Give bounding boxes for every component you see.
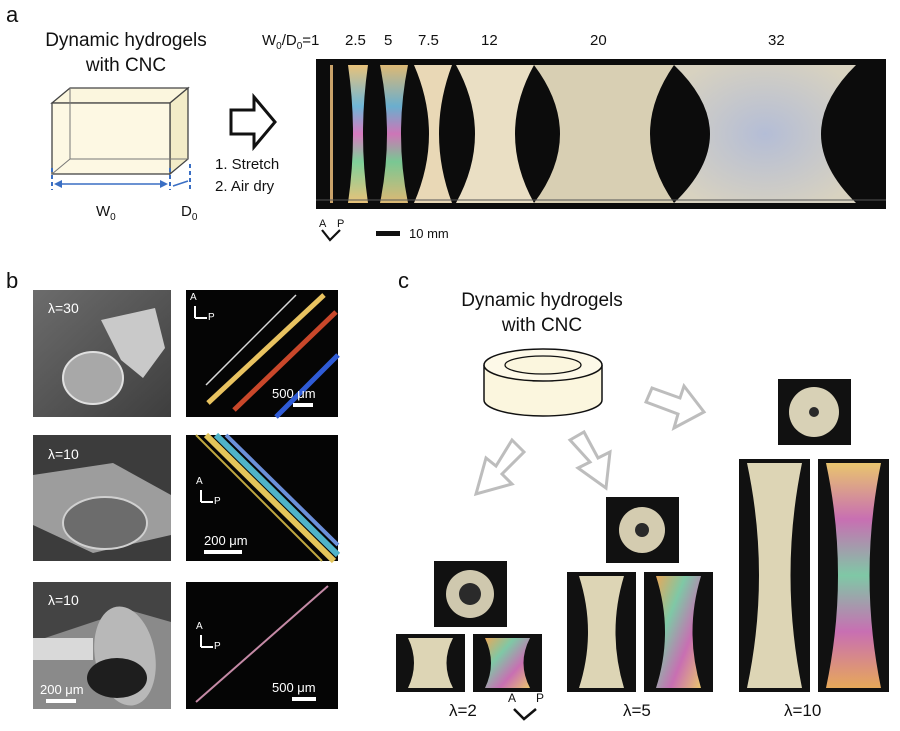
sem-image: [33, 582, 171, 709]
stretched-sample-polarized-photo: [818, 459, 889, 692]
polarizer-axes-icon: [513, 708, 537, 721]
panel-c-label: c: [398, 268, 409, 293]
ratio-label: 12: [481, 32, 498, 49]
w0-label: W0: [96, 203, 116, 223]
polarized-optical-image: [186, 582, 338, 709]
scale-bar: [293, 403, 313, 407]
polarized-optical-image: [186, 432, 341, 564]
scale-bar: [46, 699, 76, 703]
lambda-label: λ=10: [48, 446, 79, 462]
lambda-label: λ=10: [48, 592, 79, 608]
scale-label: 500 μm: [272, 386, 316, 401]
scale-bar: [292, 697, 316, 701]
lambda-label: λ=5: [623, 701, 651, 720]
sem-image: [33, 435, 171, 561]
ratio-label: 5: [384, 32, 393, 49]
ratio-label: 2.5: [345, 32, 366, 49]
panel-b-label: b: [6, 268, 19, 293]
hollow-arrow-icon: [567, 429, 612, 491]
scale-label: 500 μm: [272, 680, 316, 695]
scale-label: 10 mm: [409, 226, 449, 241]
panel-a-label: a: [6, 2, 19, 27]
scale-label: 200 μm: [204, 533, 248, 548]
axis-p-label: P: [536, 691, 545, 705]
axis-p-label: P: [208, 312, 215, 323]
axes-arrow-icon: [200, 635, 213, 648]
panel-c-title-line2: with CNC: [501, 315, 583, 336]
ratio-label: 7.5: [418, 32, 439, 49]
hollow-arrow-icon: [473, 437, 527, 497]
ratio-label: 32: [768, 32, 785, 49]
ring-photo: [778, 379, 851, 445]
axis-a-label: A: [319, 218, 327, 230]
axis-a-label: A: [508, 691, 517, 705]
ratio-axis-label: W0/D0=1: [262, 32, 320, 52]
sem-image: [33, 290, 171, 417]
stretched-sample-photo: [396, 634, 465, 692]
sem-scale-label: 200 μm: [40, 682, 84, 697]
polarized-optical-image: [186, 290, 340, 419]
stretched-sample-polarized-photo: [473, 634, 542, 692]
ratio-label: 20: [590, 32, 607, 49]
scale-bar: [204, 550, 242, 554]
scale-bar: [376, 231, 400, 236]
process-arrow-icon: [229, 92, 277, 152]
axes-arrow-icon: [194, 306, 207, 319]
hollow-arrow-icon: [644, 382, 707, 431]
panel-a-title-line2: with CNC: [85, 55, 167, 76]
polarizer-axes-icon: [321, 229, 341, 242]
axis-a-label: A: [196, 476, 203, 487]
panel-a-title-line1: Dynamic hydrogels: [45, 30, 207, 51]
d0-label: D0: [181, 203, 198, 223]
lambda-label: λ=10: [784, 701, 822, 720]
lambda-label: λ=2: [449, 701, 477, 720]
axes-arrow-icon: [200, 490, 213, 503]
stretched-sample-polarized-photo: [644, 572, 713, 692]
ring-photo: [434, 561, 507, 627]
axis-p-label: P: [337, 218, 345, 230]
axis-a-label: A: [190, 292, 197, 303]
stretched-films-photo: [316, 59, 886, 209]
axis-a-label: A: [196, 621, 203, 632]
stretched-sample-photo: [567, 572, 636, 692]
ring-photo: [606, 497, 679, 563]
axis-p-label: P: [214, 641, 221, 652]
step-air-dry: 2. Air dry: [215, 178, 275, 195]
axis-p-label: P: [214, 496, 221, 507]
panel-c-title-line1: Dynamic hydrogels: [461, 290, 623, 311]
lambda-label: λ=30: [48, 300, 79, 316]
step-stretch: 1. Stretch: [215, 156, 280, 173]
stretched-sample-photo: [739, 459, 810, 692]
